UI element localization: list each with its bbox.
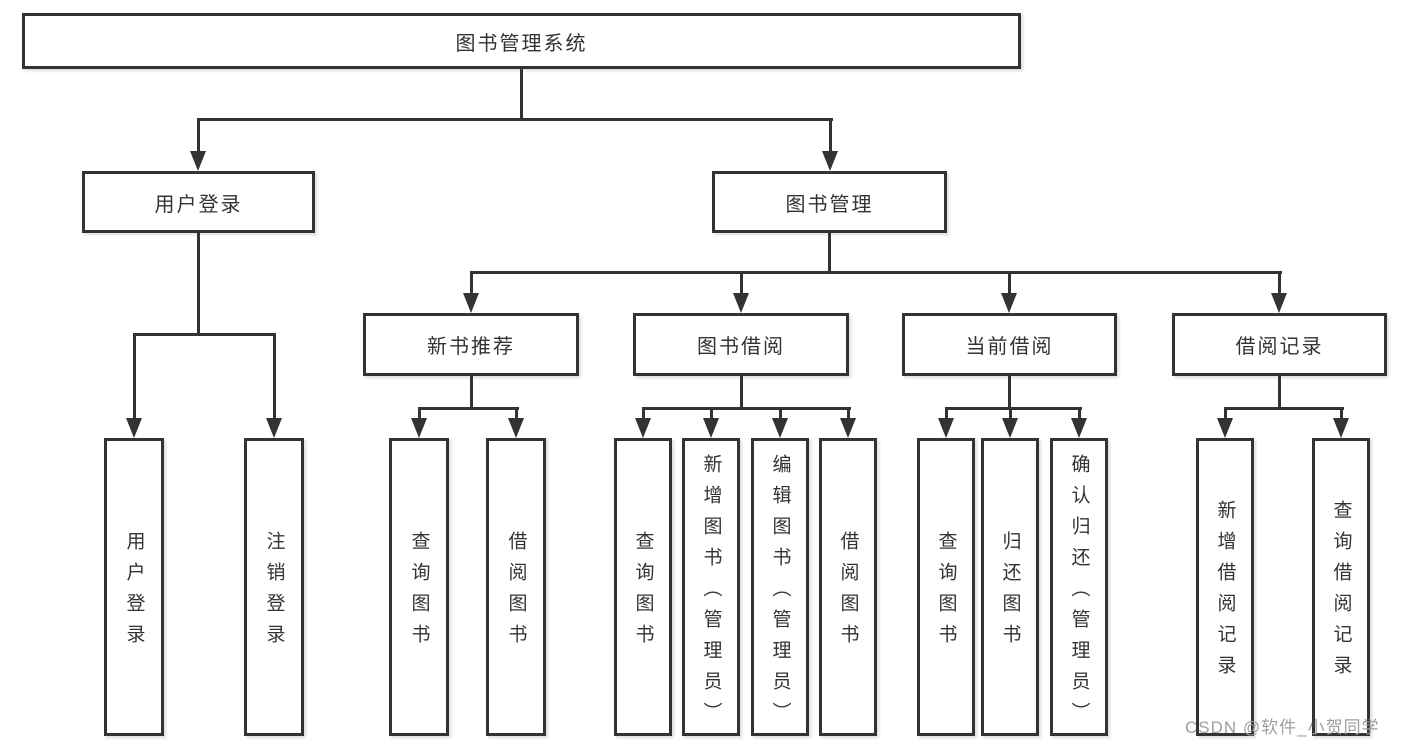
- connector-line: [133, 333, 276, 336]
- connector-line: [197, 118, 833, 121]
- connector-line: [418, 407, 421, 422]
- connector-line: [710, 407, 713, 422]
- connector-line: [1278, 374, 1281, 409]
- connector-line: [945, 407, 1082, 410]
- node-book-borrow: 图书借阅: [633, 313, 849, 376]
- leaf-query-borrow-record: 查询借阅记录: [1312, 438, 1370, 736]
- leaf-label: 新增借阅记录: [1214, 500, 1236, 686]
- arrow-down-icon: [463, 293, 479, 313]
- leaf-user-login: 用户登录: [104, 438, 164, 736]
- leaf-add-borrow-record: 新增借阅记录: [1196, 438, 1254, 736]
- arrow-down-icon: [840, 418, 856, 438]
- leaf-label: 查询图书: [632, 531, 654, 655]
- arrow-down-icon: [635, 418, 651, 438]
- arrow-down-icon: [772, 418, 788, 438]
- connector-line: [273, 333, 276, 421]
- node-current-borrow: 当前借阅: [902, 313, 1117, 376]
- connector-line: [847, 407, 850, 422]
- watermark-text: CSDN @软件_小贺同学: [1185, 718, 1380, 737]
- arrow-down-icon: [1217, 418, 1233, 438]
- connector-line: [829, 118, 832, 154]
- connector-line: [470, 271, 473, 297]
- leaf-logout: 注销登录: [244, 438, 304, 736]
- arrow-down-icon: [822, 151, 838, 171]
- connector-line: [779, 407, 782, 422]
- connector-line: [515, 407, 518, 422]
- connector-line: [1224, 407, 1344, 410]
- arrow-down-icon: [126, 418, 142, 438]
- node-new-book-recommend: 新书推荐: [363, 313, 579, 376]
- node-root: 图书管理系统: [22, 13, 1021, 69]
- leaf-borrow-books: 借阅图书: [819, 438, 877, 736]
- leaf-label: 编辑图书（管理员）: [769, 453, 791, 733]
- leaf-query-books-current: 查询图书: [917, 438, 975, 736]
- arrow-down-icon: [190, 151, 206, 171]
- connector-line: [642, 407, 851, 410]
- connector-line: [197, 118, 200, 154]
- connector-line: [520, 67, 523, 120]
- leaf-borrow-books-recommend: 借阅图书: [486, 438, 546, 736]
- leaf-label: 注销登录: [263, 531, 285, 655]
- arrow-down-icon: [411, 418, 427, 438]
- connector-line: [1078, 407, 1081, 422]
- leaf-label: 借阅图书: [837, 531, 859, 655]
- leaf-query-books-borrow: 查询图书: [614, 438, 672, 736]
- arrow-down-icon: [1271, 293, 1287, 313]
- connector-line: [470, 271, 1282, 274]
- connector-line: [740, 374, 743, 409]
- connector-line: [470, 374, 473, 409]
- connector-line: [828, 231, 831, 274]
- connector-line: [418, 407, 519, 410]
- arrow-down-icon: [1071, 418, 1087, 438]
- leaf-label: 查询图书: [935, 531, 957, 655]
- arrow-down-icon: [1001, 293, 1017, 313]
- leaf-edit-book-admin: 编辑图书（管理员）: [751, 438, 809, 736]
- leaf-label: 新增图书（管理员）: [700, 453, 722, 733]
- leaf-label: 查询借阅记录: [1330, 500, 1352, 686]
- connector-line: [945, 407, 948, 422]
- arrow-down-icon: [938, 418, 954, 438]
- leaf-confirm-return-admin: 确认归还（管理员）: [1050, 438, 1108, 736]
- leaf-return-book: 归还图书: [981, 438, 1039, 736]
- node-user-login: 用户登录: [82, 171, 315, 233]
- connector-line: [740, 271, 743, 297]
- leaf-label: 借阅图书: [505, 531, 527, 655]
- connector-line: [197, 231, 200, 335]
- connector-line: [1340, 407, 1343, 422]
- connector-line: [133, 333, 136, 421]
- arrow-down-icon: [733, 293, 749, 313]
- connector-line: [1278, 271, 1281, 297]
- connector-line: [1224, 407, 1227, 422]
- leaf-add-book-admin: 新增图书（管理员）: [682, 438, 740, 736]
- connector-line: [1008, 271, 1011, 297]
- arrow-down-icon: [508, 418, 524, 438]
- leaf-label: 确认归还（管理员）: [1068, 453, 1090, 733]
- node-borrow-records: 借阅记录: [1172, 313, 1387, 376]
- leaf-query-books-recommend: 查询图书: [389, 438, 449, 736]
- connector-line: [642, 407, 645, 422]
- leaf-label: 归还图书: [999, 531, 1021, 655]
- connector-line: [1009, 407, 1012, 422]
- leaf-label: 查询图书: [408, 531, 430, 655]
- node-book-management: 图书管理: [712, 171, 947, 233]
- arrow-down-icon: [703, 418, 719, 438]
- arrow-down-icon: [266, 418, 282, 438]
- leaf-label: 用户登录: [123, 531, 145, 655]
- arrow-down-icon: [1333, 418, 1349, 438]
- connector-line: [1008, 374, 1011, 409]
- arrow-down-icon: [1002, 418, 1018, 438]
